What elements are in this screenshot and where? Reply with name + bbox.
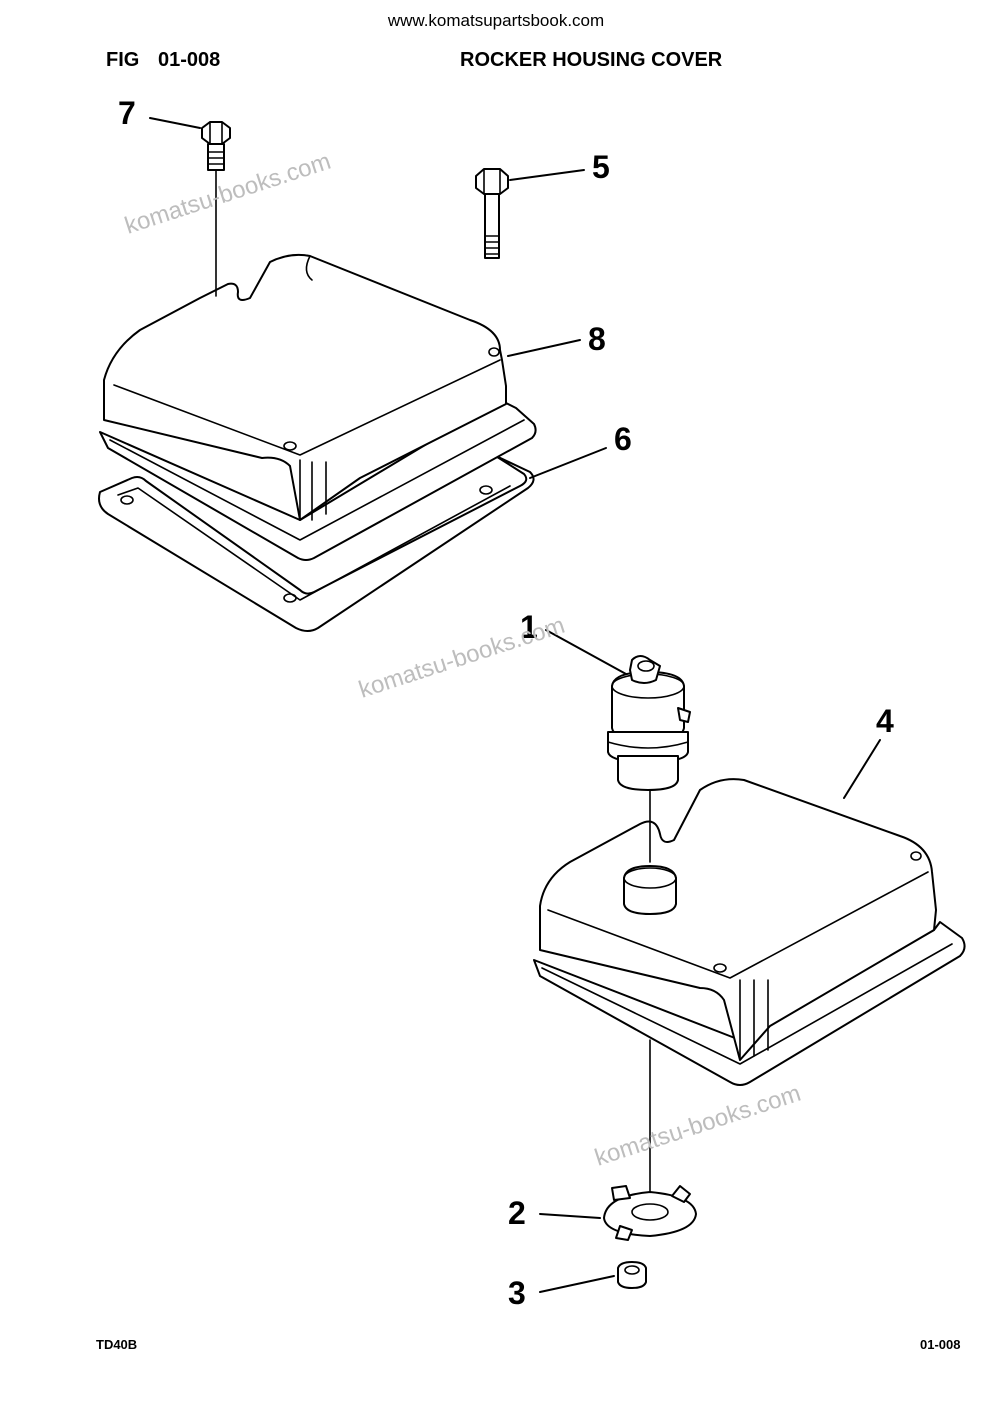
fig-label: FIG [106,49,140,71]
watermark-2: komatsu-books.com [356,612,569,704]
callout-1: 1 [520,609,538,645]
part-4-rocker-cover-lower [533,778,966,1086]
part-3-nut [617,1261,647,1289]
footer-page-code: 01-008 [920,1337,961,1352]
callout-8: 8 [588,321,606,357]
part-5-bolt [475,168,509,259]
callout-2: 2 [508,1195,526,1231]
callout-leaders [149,117,881,1293]
callout-6: 6 [614,421,632,457]
site-url: www.komatsupartsbook.com [387,11,605,30]
callout-5: 5 [592,149,610,185]
figure-title: ROCKER HOUSING COVER [460,49,723,71]
callout-3: 3 [508,1275,526,1311]
part-6-gasket [98,454,535,632]
callout-7: 7 [118,95,136,131]
footer-model: TD40B [96,1337,138,1352]
part-7-bolt [201,121,231,297]
fig-number: 01-008 [158,49,221,71]
part-2-washer [603,1185,697,1241]
watermark-1: komatsu-books.com [122,148,335,240]
callout-4: 4 [876,703,894,739]
part-1-breather [607,655,691,791]
part-8-rocker-cover-upper [99,253,537,561]
watermark-3: komatsu-books.com [592,1080,805,1172]
